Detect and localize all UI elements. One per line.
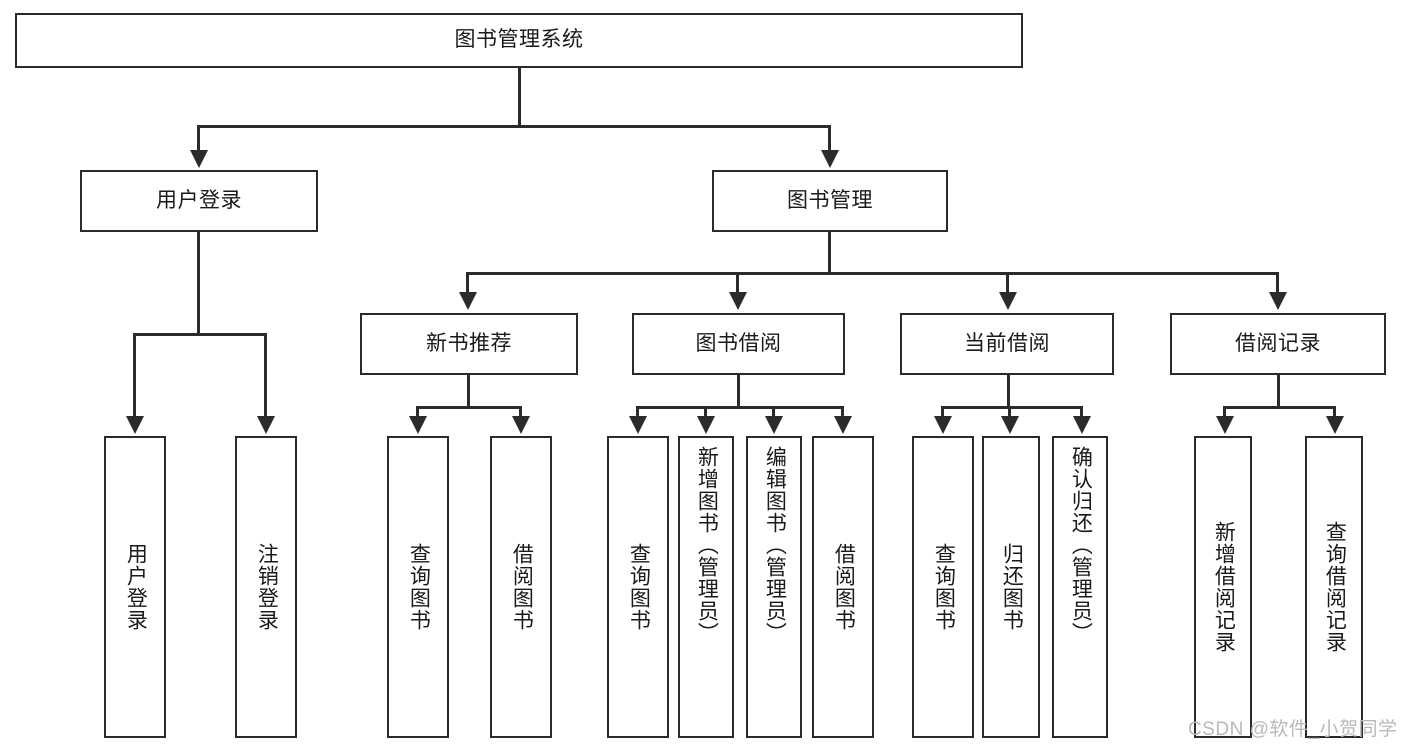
leaf-add-borrow-record-label: 新增借阅记录 — [1212, 521, 1236, 653]
connector-book-mgmt-bus — [466, 272, 1278, 275]
leaf-confirm-return[interactable]: 确认归还（管理员） — [1052, 436, 1108, 738]
connector-user-login-bus — [133, 333, 267, 336]
connector-current-borrow-stem — [1007, 375, 1010, 406]
arrowhead-leaf-borrow-book-2 — [834, 416, 852, 434]
connector-new-book-rec-drop-2 — [519, 406, 522, 418]
arrowhead-leaf-add-record — [1216, 416, 1234, 434]
leaf-query-book-borrow-label: 查询图书 — [627, 543, 651, 631]
leaf-borrow-book-rec-label: 借阅图书 — [510, 543, 534, 631]
arrowhead-book-borrow — [729, 292, 747, 310]
arrowhead-leaf-query-record — [1326, 416, 1344, 434]
leaf-query-book-borrow[interactable]: 查询图书 — [607, 436, 669, 738]
connector-borrow-record-bus — [1223, 406, 1336, 409]
connector-new-book-rec-bus — [416, 406, 522, 409]
node-root[interactable]: 图书管理系统 — [15, 13, 1023, 68]
connector-book-borrow-stem — [737, 375, 740, 406]
node-root-label: 图书管理系统 — [454, 28, 584, 52]
connector-book-mgmt-drop-4 — [1276, 272, 1279, 294]
connector-current-borrow-drop-2 — [1008, 406, 1011, 418]
leaf-return-book[interactable]: 归还图书 — [982, 436, 1040, 738]
arrowhead-current-borrow — [999, 292, 1017, 310]
leaf-user-login-label: 用户登录 — [124, 543, 148, 631]
arrowhead-leaf-query-book-3 — [934, 416, 952, 434]
arrowhead-leaf-query-book-1 — [409, 416, 427, 434]
node-new-book-recommend[interactable]: 新书推荐 — [360, 313, 578, 375]
node-current-borrow-label: 当前借阅 — [964, 331, 1050, 355]
csdn-watermark: CSDN @软件_小贺同学 — [1188, 719, 1398, 740]
arrowhead-leaf-borrow-book-1 — [512, 416, 530, 434]
arrowhead-user-login — [190, 150, 208, 168]
connector-current-borrow-drop-3 — [1080, 406, 1083, 418]
connector-current-borrow-drop-1 — [941, 406, 944, 418]
leaf-borrow-book-rec[interactable]: 借阅图书 — [490, 436, 552, 738]
leaf-logout-label: 注销登录 — [255, 543, 279, 631]
leaf-edit-book[interactable]: 编辑图书（管理员） — [746, 436, 802, 738]
connector-borrow-record-stem — [1277, 375, 1280, 406]
arrowhead-new-book-rec — [459, 292, 477, 310]
leaf-query-borrow-record-label: 查询借阅记录 — [1323, 521, 1347, 653]
leaf-query-borrow-record[interactable]: 查询借阅记录 — [1305, 436, 1363, 738]
leaf-add-book-label: 新增图书（管理员） — [695, 446, 719, 644]
leaf-add-borrow-record[interactable]: 新增借阅记录 — [1194, 436, 1252, 738]
connector-book-mgmt-drop-2 — [736, 272, 739, 294]
connector-user-login-stem — [197, 232, 200, 333]
connector-root-stem — [518, 68, 521, 125]
leaf-edit-book-label: 编辑图书（管理员） — [763, 446, 787, 644]
leaf-confirm-return-label: 确认归还（管理员） — [1069, 446, 1093, 644]
arrowhead-leaf-logout — [257, 416, 275, 434]
node-book-management[interactable]: 图书管理 — [712, 170, 948, 232]
arrowhead-book-mgmt — [821, 150, 839, 168]
node-book-borrow-label: 图书借阅 — [695, 331, 782, 355]
connector-book-borrow-bus — [636, 406, 844, 409]
arrowhead-borrow-record — [1269, 292, 1287, 310]
connector-user-login-drop-2 — [264, 333, 267, 418]
connector-root-to-user-login — [197, 125, 200, 152]
connector-root-to-book-mgmt — [828, 125, 831, 152]
arrowhead-leaf-return-book — [1001, 416, 1019, 434]
connector-book-mgmt-drop-1 — [466, 272, 469, 294]
leaf-query-book-current[interactable]: 查询图书 — [912, 436, 974, 738]
connector-new-book-rec-drop-1 — [416, 406, 419, 418]
connector-book-mgmt-stem — [828, 232, 831, 272]
connector-book-borrow-drop-4 — [841, 406, 844, 418]
leaf-query-book-rec-label: 查询图书 — [407, 543, 431, 631]
node-borrow-record-label: 借阅记录 — [1235, 331, 1321, 355]
connector-root-bus — [197, 125, 831, 128]
arrowhead-leaf-add-book — [697, 416, 715, 434]
node-book-management-label: 图书管理 — [787, 188, 873, 212]
connector-book-borrow-drop-3 — [772, 406, 775, 418]
leaf-user-login[interactable]: 用户登录 — [104, 436, 166, 738]
connector-book-mgmt-drop-3 — [1006, 272, 1009, 294]
node-new-book-recommend-label: 新书推荐 — [426, 331, 512, 355]
connector-current-borrow-bus — [941, 406, 1083, 409]
leaf-logout[interactable]: 注销登录 — [235, 436, 297, 738]
arrowhead-leaf-query-book-2 — [629, 416, 647, 434]
arrowhead-leaf-edit-book — [765, 416, 783, 434]
node-user-login-label: 用户登录 — [156, 188, 242, 212]
connector-book-borrow-drop-1 — [636, 406, 639, 418]
leaf-borrow-book[interactable]: 借阅图书 — [812, 436, 874, 738]
leaf-query-book-current-label: 查询图书 — [932, 543, 956, 631]
connector-borrow-record-drop-2 — [1333, 406, 1336, 418]
connector-new-book-rec-stem — [467, 375, 470, 406]
node-current-borrow[interactable]: 当前借阅 — [900, 313, 1114, 375]
connector-user-login-drop-1 — [133, 333, 136, 418]
leaf-return-book-label: 归还图书 — [1000, 543, 1024, 631]
connector-book-borrow-drop-2 — [704, 406, 707, 418]
leaf-query-book-rec[interactable]: 查询图书 — [387, 436, 449, 738]
node-borrow-record[interactable]: 借阅记录 — [1170, 313, 1386, 375]
connector-borrow-record-drop-1 — [1223, 406, 1226, 418]
leaf-add-book[interactable]: 新增图书（管理员） — [678, 436, 734, 738]
node-book-borrow[interactable]: 图书借阅 — [632, 313, 845, 375]
arrowhead-leaf-confirm-return — [1073, 416, 1091, 434]
arrowhead-leaf-user-login — [126, 416, 144, 434]
node-user-login[interactable]: 用户登录 — [80, 170, 318, 232]
leaf-borrow-book-label: 借阅图书 — [832, 543, 856, 631]
